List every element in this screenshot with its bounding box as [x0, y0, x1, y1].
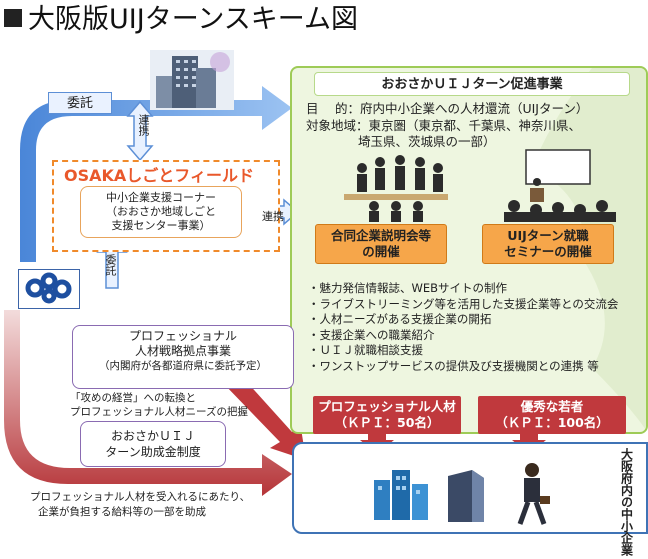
- office-tower-icon: [448, 470, 484, 522]
- itaku-up-label: 委託: [104, 254, 117, 276]
- osaka-sme-label: 大阪府内の中小企業: [619, 448, 634, 556]
- grant-arc-arrow: [4, 310, 292, 496]
- bullet-item: ・支援企業への職業紹介: [308, 327, 435, 342]
- pro-note1: 「攻めの経営」への転換と: [70, 392, 196, 404]
- itaku-arc-arrow: [20, 86, 292, 262]
- uij-grant-box: おおさかＵＩＪ ターン助成金制度: [80, 421, 226, 467]
- project-header: おおさかＵＩＪターン促進事業: [314, 72, 630, 96]
- pro-line2: 人材戦略拠点事業: [134, 344, 231, 358]
- office-building-photo: [150, 50, 234, 110]
- itaku-label: 委託: [48, 92, 112, 114]
- city-buildings-icon: [374, 470, 428, 520]
- page-title: 大阪版UIJターンスキーム図: [28, 4, 358, 35]
- pro-line1: プロフェッショナル: [128, 329, 237, 343]
- corner-line3: 支援センター事業）: [111, 219, 211, 232]
- project-purpose: 目 的：府内中小企業への人材還流（UIJターン）: [306, 101, 589, 116]
- renkei-vertical-label: 連携: [137, 114, 150, 136]
- businessman-icon: [517, 463, 550, 525]
- pro-to-company-arrow: [222, 370, 306, 460]
- bullet-item: ・魅力発信情報誌、WEBサイトの制作: [308, 281, 508, 295]
- corner-line1: 中小企業支援コーナー: [106, 191, 216, 204]
- project-region-line1: 対象地域：東京圏（東京都、千葉県、神奈川県、: [306, 118, 582, 133]
- bullet-item: ・ワンストップサービスの提供及び支援機関との連携 等: [308, 358, 599, 373]
- bullet-item: ・人材ニーズがある支援企業の開拓: [308, 312, 492, 326]
- project-bullet-list: ・魅力発信情報誌、WEBサイトの制作 ・ライブストリーミング等を活用した支援企業…: [308, 281, 618, 374]
- joint-briefing-box: 合同企業説明会等の開催: [315, 224, 447, 264]
- pro-line3: （内閣府が各都道府県に委託予定）: [99, 360, 267, 372]
- title-square-icon: [4, 9, 22, 27]
- professional-hub-box: プロフェッショナル 人材戦略拠点事業 （内閣府が各都道府県に委託予定）: [72, 325, 294, 389]
- grant-note2: 企業が負担する給料等の一部を助成: [38, 506, 206, 518]
- pro-note2: プロフェッショナル人材ニーズの把握: [70, 406, 248, 418]
- osaka-shigoto-field-brand: OSAKAしごとフィールド: [64, 166, 254, 185]
- uij-seminar-box: UIJターン就職セミナーの開催: [482, 224, 614, 264]
- sme-support-corner: 中小企業支援コーナー （おおさか地域しごと 支援センター事業）: [80, 186, 242, 238]
- seminar-icon: [504, 149, 616, 222]
- bullet-item: ・ＵＩＪ就職相談支援: [308, 343, 423, 357]
- grant-line2: ターン助成金制度: [105, 445, 201, 459]
- kpi-professional-box: プロフェッショナル人材（ＫＰＩ：50名）: [313, 396, 461, 434]
- grant-line1: おおさかＵＩＪ: [110, 429, 195, 443]
- osaka-logo-icon: [18, 269, 80, 309]
- bullet-item: ・ライブストリーミング等を活用した支援企業等との交流会: [308, 296, 619, 311]
- audience-meeting-icon: [344, 155, 448, 222]
- corner-line2: （おおさか地域しごと: [106, 205, 216, 218]
- grant-note1: プロフェッショナル人材を受入れるにあたり、: [30, 491, 251, 503]
- renkei-horizontal-label: 連携: [262, 210, 284, 223]
- project-region-line2: 埼玉県、茨城県の一部）: [358, 134, 496, 149]
- kpi-young-talent-box: 優秀な若者（ＫＰＩ：100名）: [478, 396, 626, 434]
